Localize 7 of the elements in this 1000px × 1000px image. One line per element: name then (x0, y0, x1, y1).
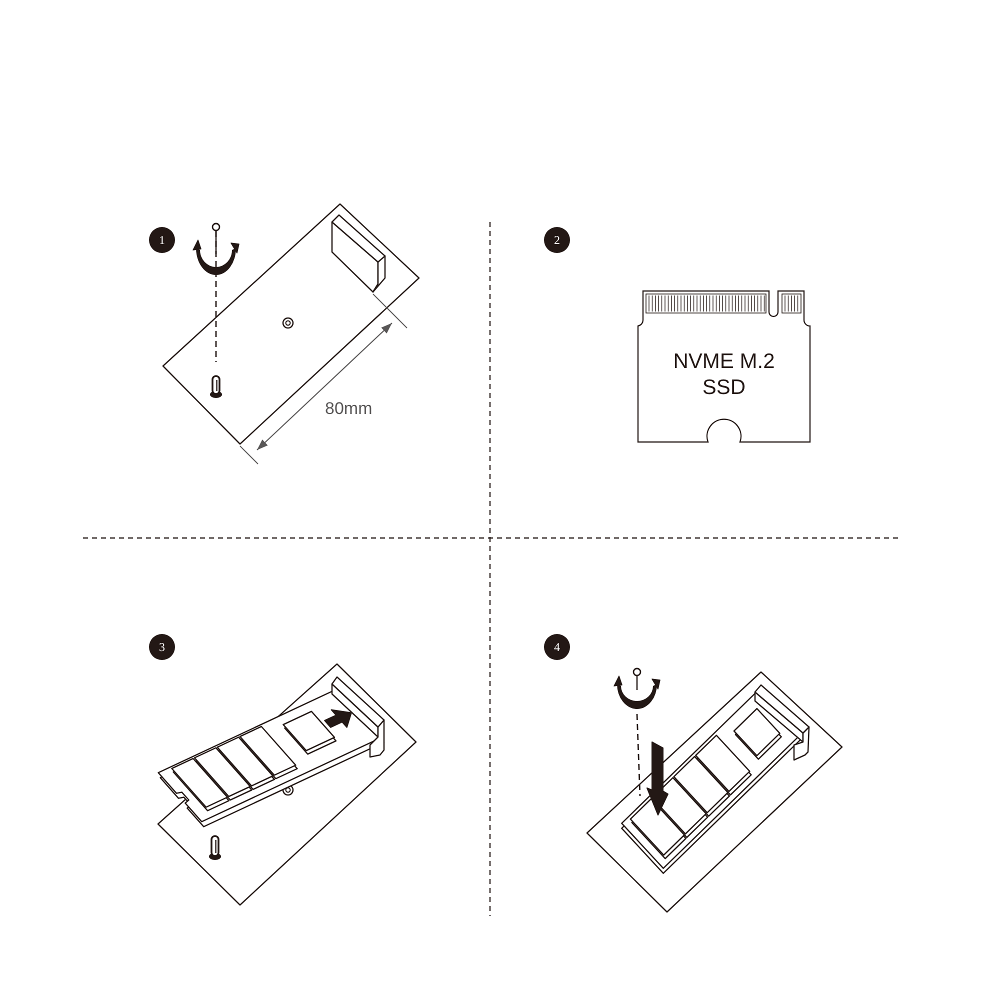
ssd-card (637, 290, 811, 443)
card-label: NVME M.2 SSD (672, 349, 776, 401)
step-number: 1 (149, 227, 175, 253)
step-number: 2 (544, 227, 570, 253)
dimension-label: 80mm (325, 399, 372, 419)
step-number: 3 (149, 634, 175, 660)
step-number: 4 (544, 634, 570, 660)
